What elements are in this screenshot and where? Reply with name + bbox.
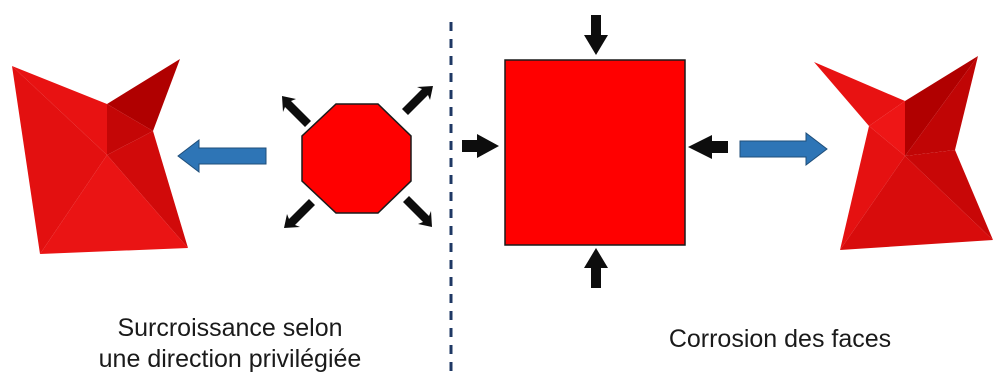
left-block-arrow-icon xyxy=(177,138,267,174)
inward-arrow-right-icon xyxy=(688,135,728,159)
inward-pressure-arrows xyxy=(462,15,728,288)
right-star-crystal xyxy=(814,56,993,250)
outward-arrow-bottom-right-icon xyxy=(403,196,432,227)
inward-arrow-bottom-icon xyxy=(584,248,608,288)
inward-arrow-left-icon xyxy=(462,134,499,158)
outward-arrow-bottom-left-icon xyxy=(284,199,315,228)
left-caption: Surcroissance selon une direction privil… xyxy=(60,313,400,375)
left-caption-line2: une direction privilégiée xyxy=(98,345,362,373)
left-caption-line1: Surcroissance selon xyxy=(117,314,343,342)
left-star-crystal xyxy=(12,59,188,254)
inward-arrow-top-icon xyxy=(584,15,608,55)
outward-arrow-top-left-icon xyxy=(282,96,311,127)
square-crystal xyxy=(504,59,686,246)
right-block-arrow-icon xyxy=(739,131,828,167)
right-caption: Corrosion des faces xyxy=(668,325,892,353)
outward-arrow-top-right-icon xyxy=(402,86,433,115)
outward-growth-arrows xyxy=(282,86,433,228)
octagon-crystal xyxy=(301,103,412,214)
